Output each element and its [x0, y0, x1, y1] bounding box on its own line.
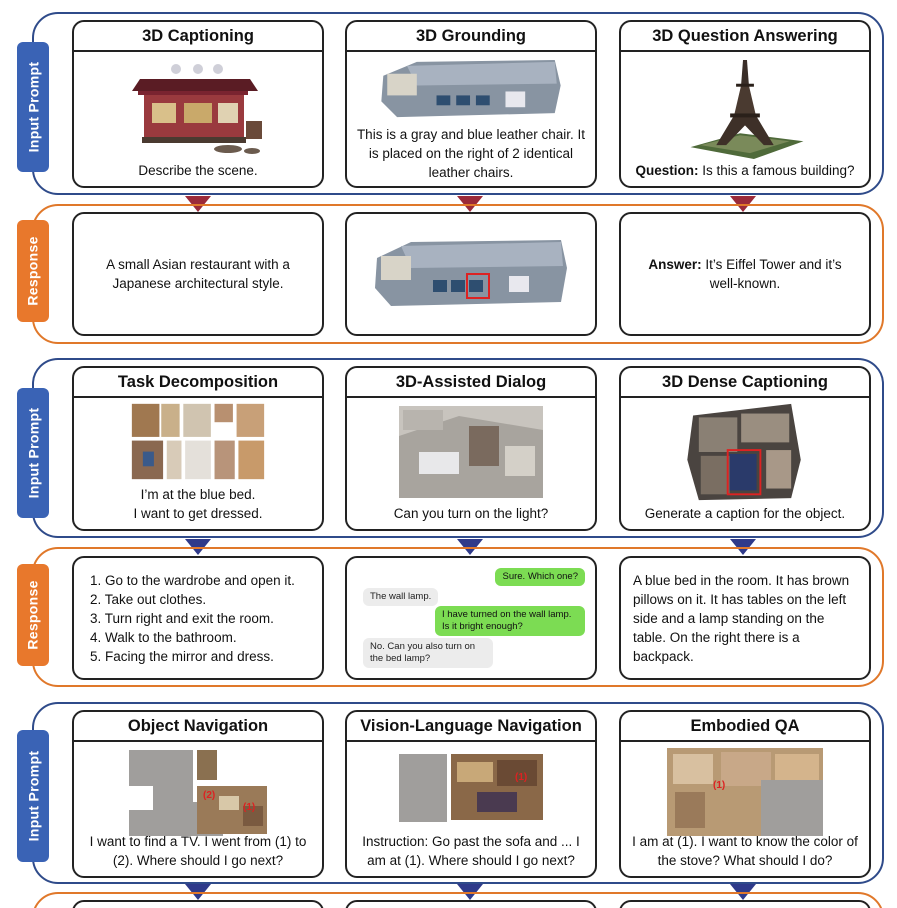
input-prompt-tag-1: Input Prompt — [17, 42, 49, 172]
response-3d-captioning: A small Asian restaurant with a Japanese… — [72, 212, 324, 336]
partial-card — [72, 900, 324, 908]
response-dense-captioning: A blue bed in the room. It has brown pil… — [619, 556, 871, 680]
card-caption: Generate a caption for the object. — [644, 506, 846, 521]
card-caption: This is a gray and blue leather chair. I… — [356, 127, 586, 180]
card-title: Vision-Language Navigation — [347, 712, 595, 742]
marker-2-label: (2) — [203, 790, 216, 801]
vln-map-image: (1) — [397, 750, 545, 824]
grounding-result-image — [375, 240, 567, 306]
partial-card — [619, 900, 871, 908]
card-title: 3D Captioning — [74, 22, 322, 52]
input-prompt-tag-3: Input Prompt — [17, 730, 49, 862]
card-object-navigation: Object Navigation (2) (1) I want to find… — [72, 710, 324, 878]
tag-label: Input Prompt — [25, 750, 42, 842]
card-caption: Describe the scene. — [138, 163, 258, 178]
house-floorplan-image — [131, 403, 265, 480]
chat-bubble-agent: I have turned on the wall lamp. Is it br… — [435, 606, 585, 636]
step-item: 3. Turn right and exit the room. — [90, 610, 274, 626]
chat-bubble-user: The wall lamp. — [363, 588, 439, 606]
response-text: Answer: It’s Eiffel Tower and it’s well-… — [633, 255, 857, 293]
answer-text: It’s Eiffel Tower and it’s well-known. — [701, 257, 842, 291]
answer-label: Answer: — [648, 257, 702, 272]
response-3d-qa: Answer: It’s Eiffel Tower and it’s well-… — [619, 212, 871, 336]
response-3d-dialog: Sure. Which one? The wall lamp. I have t… — [345, 556, 597, 680]
card-3d-captioning: 3D Captioning Describe the scene. — [72, 20, 324, 188]
question-label: Question: — [635, 163, 699, 178]
chat-bubble-agent: Sure. Which one? — [495, 568, 585, 586]
marker-1-label: (1) — [515, 772, 528, 783]
eqa-map-image: (1) — [665, 746, 825, 836]
card-title: Task Decomposition — [74, 368, 322, 398]
card-3d-grounding: 3D Grounding This is a gray and blue lea… — [345, 20, 597, 188]
room-scan-image — [381, 59, 561, 118]
card-title: 3D Question Answering — [621, 22, 869, 52]
card-3d-dense-captioning: 3D Dense Captioning Generate a caption f… — [619, 366, 871, 531]
step-item: 1. Go to the wardrobe and open it. — [90, 572, 295, 588]
response-text: A small Asian restaurant with a Japanese… — [106, 257, 290, 291]
card-vision-language-navigation: Vision-Language Navigation (1) Instructi… — [345, 710, 597, 878]
step-item: 2. Take out clothes. — [90, 591, 207, 607]
response-tag-1: Response — [17, 220, 49, 322]
marker-1-label: (1) — [243, 802, 256, 813]
card-task-decomposition: Task Decomposition I’m at the blue bed.I… — [72, 366, 324, 531]
card-caption: I want to find a TV. I went from (1) to … — [89, 834, 307, 868]
card-embodied-qa: Embodied QA (1) I am at (1). I want to k… — [619, 710, 871, 878]
steps-list: 1. Go to the wardrobe and open it. 2. Ta… — [90, 571, 310, 666]
caption-line-1: I’m at the blue bed. — [140, 487, 256, 502]
card-title: Embodied QA — [621, 712, 869, 742]
card-title: 3D-Assisted Dialog — [347, 368, 595, 398]
card-caption: Question: Is this a famous building? — [635, 161, 854, 180]
tag-label: Response — [25, 580, 41, 650]
question-text: Is this a famous building? — [698, 163, 855, 178]
response-tag-2: Response — [17, 564, 49, 666]
apartment-scan-image — [687, 403, 801, 501]
step-item: 4. Walk to the bathroom. — [90, 629, 237, 645]
response-3d-grounding — [345, 212, 597, 336]
card-title: 3D Dense Captioning — [621, 368, 869, 398]
restaurant-image — [132, 64, 262, 154]
tag-label: Response — [25, 236, 41, 306]
eiffel-tower-image — [690, 59, 804, 160]
marker-1-label: (1) — [713, 780, 726, 791]
card-3d-question-answering: 3D Question Answering Question: Is this … — [619, 20, 871, 188]
partial-card — [345, 900, 597, 908]
chat-bubble-user: No. Can you also turn on the bed lamp? — [363, 638, 493, 668]
room-3d-image — [399, 406, 543, 498]
input-prompt-tag-2: Input Prompt — [17, 388, 49, 518]
chat-thread: Sure. Which one? The wall lamp. I have t… — [347, 558, 595, 678]
card-caption: I am at (1). I want to know the color of… — [632, 834, 858, 868]
nav-map-image: (2) (1) — [123, 746, 273, 836]
card-title: Object Navigation — [74, 712, 322, 742]
tag-label: Input Prompt — [25, 61, 42, 153]
caption-line-2: I want to get dressed. — [133, 506, 263, 521]
response-task-decomposition: 1. Go to the wardrobe and open it. 2. Ta… — [72, 556, 324, 680]
card-caption: Can you turn on the light? — [393, 506, 549, 521]
card-title: 3D Grounding — [347, 22, 595, 52]
step-item: 5. Facing the mirror and dress. — [90, 648, 274, 664]
card-3d-assisted-dialog: 3D-Assisted Dialog Can you turn on the l… — [345, 366, 597, 531]
tag-label: Input Prompt — [25, 407, 42, 499]
response-text: A blue bed in the room. It has brown pil… — [633, 572, 850, 664]
card-caption: I’m at the blue bed. I want to get dresse… — [133, 485, 262, 523]
card-caption: Instruction: Go past the sofa and ... I … — [362, 834, 580, 868]
